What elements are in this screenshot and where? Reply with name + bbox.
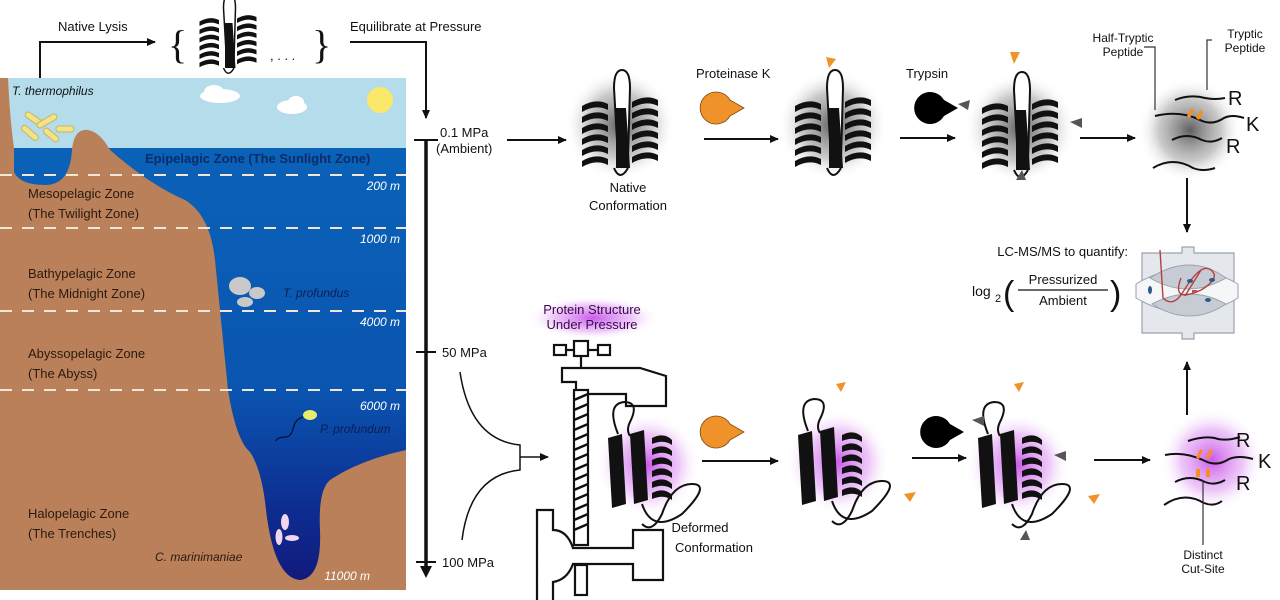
cut-marker-trypsin-4 — [972, 416, 984, 426]
label-under-pressure-2: Under Pressure — [546, 317, 637, 332]
residue-k-2: K — [1258, 451, 1272, 473]
cut-marker-trypsin-5 — [1054, 451, 1066, 461]
label-native-1: Native — [610, 180, 647, 195]
tick-100-mpa: 100 MPa — [442, 555, 495, 570]
ocean-panel: T. thermophilus Epipelagic Zone (The Sun… — [0, 78, 406, 590]
mass-spec-icon — [1135, 246, 1239, 340]
tick-50-mpa: 50 MPa — [442, 345, 488, 360]
residue-r-2: R — [1226, 136, 1240, 158]
residue-r-1: R — [1228, 88, 1242, 110]
residue-r-3: R — [1236, 430, 1250, 452]
depth-6000: 6000 m — [360, 399, 400, 413]
zone-epipelagic: Epipelagic Zone (The Sunlight Zone) — [145, 151, 370, 166]
label-half-tryptic-2: Peptide — [1103, 45, 1144, 59]
cut-marker-trypsin-3 — [1016, 170, 1026, 180]
label-ellipsis: , . . . — [270, 48, 295, 63]
cut-marker-pk-3 — [836, 382, 846, 392]
sun-icon — [367, 87, 393, 113]
cut-site-marks — [1187, 108, 1203, 120]
trypsin-icon — [914, 92, 958, 124]
paren-left: ( — [1003, 275, 1015, 313]
label-half-tryptic-1: Half-Tryptic — [1093, 31, 1154, 45]
label-deformed-2: Conformation — [675, 540, 753, 555]
cut-marker-pk-4 — [904, 492, 916, 502]
paren-right: ) — [1110, 275, 1121, 313]
label-c-marinimaniae: C. marinimaniae — [155, 550, 243, 564]
label-t-thermophilus: T. thermophilus — [12, 84, 94, 98]
native-path: Native Conformation Proteinase K Trypsin… — [565, 27, 1266, 233]
trypsin-icon-2 — [920, 415, 964, 448]
cut-marker-pk-5 — [1014, 382, 1024, 392]
proteinase-k-icon — [699, 91, 745, 125]
label-t-profundus: T. profundus — [283, 286, 349, 300]
cut-marker-trypsin-1 — [958, 100, 970, 110]
cut-marker-pk — [826, 57, 836, 68]
log-subscript: 2 — [995, 293, 1001, 305]
cloud-icon — [200, 85, 307, 114]
lysis-flow: Native Lysis { , . . . } Equilibrate at … — [39, 0, 482, 119]
label-native-lysis: Native Lysis — [58, 19, 128, 34]
pressure-axis: 0.1 MPa (Ambient) 50 MPa 100 MPa — [414, 125, 567, 578]
label-under-pressure-1: Protein Structure — [543, 302, 641, 317]
depth-lines — [0, 174, 406, 391]
zone-abyssopelagic-sub: (The Abyss) — [28, 366, 97, 381]
sky — [0, 78, 406, 148]
flagellum — [274, 416, 304, 442]
zone-mesopelagic-sub: (The Twilight Zone) — [28, 206, 139, 221]
cut-marker-trypsin-6 — [1020, 530, 1030, 540]
label-p-profundum: P. profundum — [320, 422, 391, 436]
zone-abyssopelagic: Abyssopelagic Zone — [28, 346, 145, 361]
zone-halopelagic-sub: (The Trenches) — [28, 526, 116, 541]
brace-left: { — [168, 22, 187, 67]
t-thermophilus-cells — [21, 111, 75, 143]
clamp-screw — [573, 392, 589, 532]
label-native-2: Conformation — [589, 198, 667, 213]
label-trypsin: Trypsin — [906, 66, 948, 81]
zone-mesopelagic: Mesopelagic Zone — [28, 186, 134, 201]
label-lcms: LC-MS/MS to quantify: — [997, 244, 1128, 259]
zone-halopelagic: Halopelagic Zone — [28, 506, 129, 521]
depth-11000: 11000 m — [324, 569, 370, 583]
brace-right: } — [312, 22, 331, 67]
denominator: Ambient — [1039, 293, 1087, 308]
cut-marker-pk-6 — [1088, 494, 1100, 504]
residue-k: K — [1246, 114, 1260, 136]
numerator: Pressurized — [1029, 272, 1098, 287]
label-equilibrate: Equilibrate at Pressure — [350, 19, 482, 34]
label-distinct-1: Distinct — [1183, 548, 1223, 562]
zone-bathypelagic-sub: (The Midnight Zone) — [28, 286, 145, 301]
label-tryptic-1: Tryptic — [1227, 27, 1263, 41]
tick-0-1-mpa: 0.1 MPa — [440, 125, 489, 140]
distinct-cut-marks — [1196, 449, 1213, 477]
seafloor — [0, 78, 406, 590]
proteinase-k-icon-2 — [699, 415, 745, 449]
cut-marker-pk-2 — [1010, 52, 1020, 64]
label-proteinase-k: Proteinase K — [696, 66, 771, 81]
label-deformed-1: Deformed — [671, 520, 728, 535]
tick-ambient: (Ambient) — [436, 141, 492, 156]
depth-4000: 4000 m — [360, 315, 400, 329]
t-profundus-cells — [229, 277, 265, 307]
log-label: log — [972, 283, 991, 299]
residue-r-4: R — [1236, 473, 1250, 495]
depth-200: 200 m — [366, 179, 400, 193]
depth-1000: 1000 m — [360, 232, 400, 246]
p-profundum-cell — [303, 410, 317, 420]
cut-marker-trypsin-2 — [1070, 118, 1082, 128]
native-peptides — [1152, 95, 1245, 171]
label-tryptic-2: Peptide — [1225, 41, 1266, 55]
pressure-path: Protein Structure Under Pressure Deforme… — [527, 296, 1272, 600]
label-distinct-2: Cut-Site — [1181, 562, 1225, 576]
zone-bathypelagic: Bathypelagic Zone — [28, 266, 136, 281]
quantify-box: LC-MS/MS to quantify: log 2 ( Pressurize… — [972, 244, 1239, 415]
c-marinimaniae-cells — [275, 514, 299, 545]
pressure-peptides — [1163, 436, 1254, 506]
